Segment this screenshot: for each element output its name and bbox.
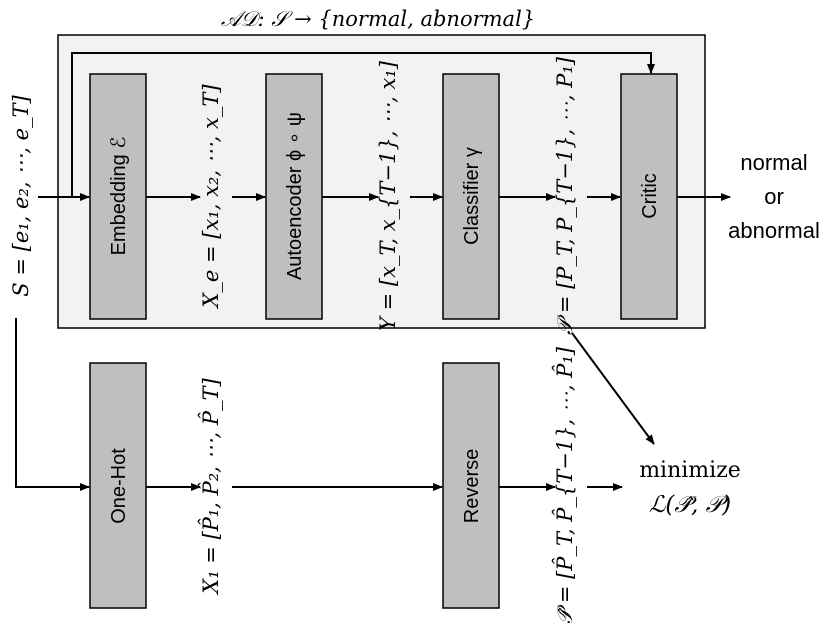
autoencoder-block: Autoencoder ϕ ∘ ψ [265,73,323,320]
embedding-block: Embedding ℰ [89,73,147,320]
onehot-block: One-Hot [89,362,147,609]
autoencoder-label: Autoencoder ϕ ∘ ψ [284,112,306,280]
embedding-label: Embedding ℰ [108,137,130,256]
output-normal-text: normal [740,150,807,175]
onehot-label: One-Hot [108,448,130,524]
embedded-sequence-label: X_e = [x₁, x₂, ⋯, x_T] [199,84,223,310]
top-row-arrows [38,52,731,201]
output-or-text: or [764,184,784,209]
critic-block: Critic [620,73,678,320]
diagram-title: 𝒜𝒟: 𝒮 → {normal, abnormal} [221,7,535,31]
predicted-probabilities-label: 𝒫 = [P_T, P_{T−1}, ⋯, P₁] [553,56,577,335]
anomaly-detector-panel [57,34,706,329]
classifier-block: Classifier γ [442,73,500,320]
loss-minimize-text: minimize [639,458,741,483]
classifier-label: Classifier γ [461,147,483,245]
critic-label: Critic [639,173,661,219]
output-abnormal-text: abnormal [728,218,820,243]
arrow-skip-to-critic [71,52,655,197]
arrow-p-to-loss [571,332,655,445]
arrow-input-to-onehot [15,318,90,491]
reverse-label: Reverse [461,449,483,523]
bottom-row-arrows [15,318,655,491]
onehot-sequence-label: X₁ = [P̂₁, P̂₂, ⋯, P̂_T] [199,377,223,595]
reversed-target-label: 𝒫̂ = [P̂_T, P̂_{T−1}, ⋯, P̂₁] [553,346,577,623]
reconstruction-label: Y = [x_T, x_{T−1}, ⋯, x₁] [376,60,400,331]
input-sequence-label: S = [e₁, e₂, ⋯, e_T] [9,94,33,296]
reverse-block: Reverse [442,362,500,609]
loss-function-text: ℒ(𝒫̂, 𝒫) [649,492,731,518]
